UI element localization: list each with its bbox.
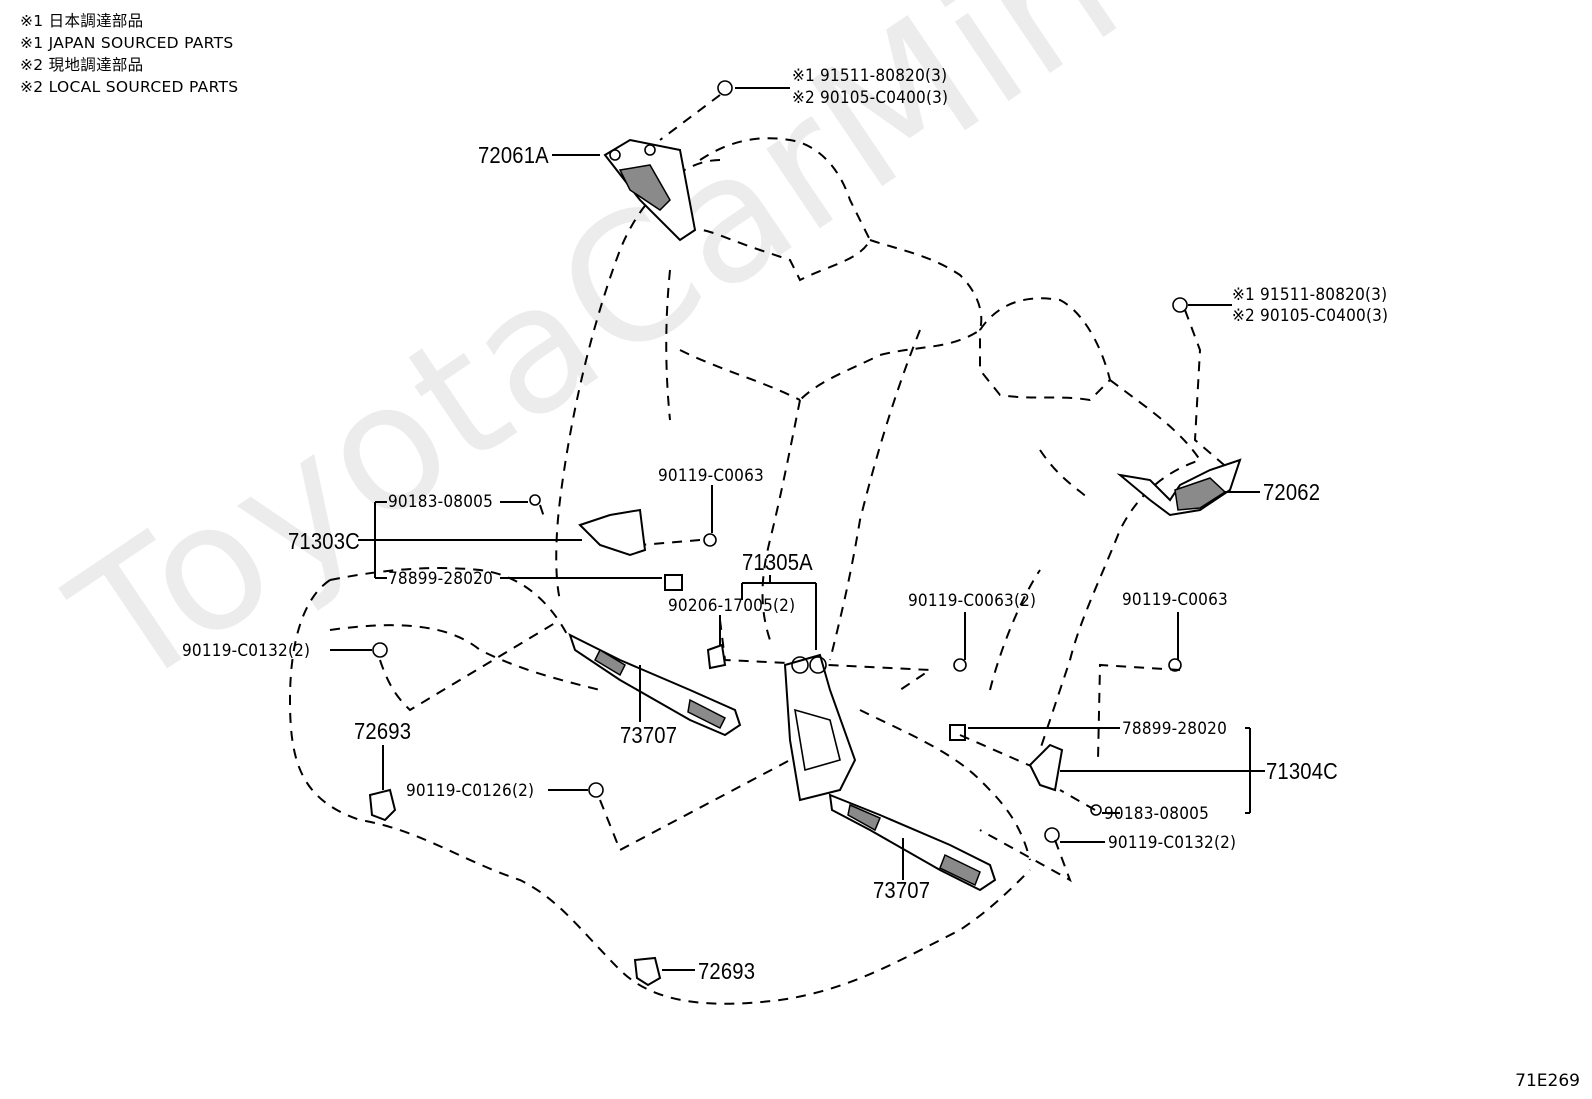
label-screw-right-lower[interactable]: 90119-C0132(2) [1108,833,1237,853]
seat-center-inner [665,269,801,421]
label-bracket-left-bolt[interactable]: 78899-28020 [388,569,494,589]
clip-bottom-part [633,956,662,987]
headrest-right [979,297,1112,402]
label-center-screw[interactable]: 90206-17005(2) [668,596,796,616]
label-trim-left[interactable]: 73707 [620,722,678,748]
leader-center [719,619,934,691]
trim-left-part [568,633,742,737]
label-hinge-right[interactable]: 72062 [1263,479,1321,505]
seat-bottom-outline [288,579,1031,1005]
seatback-right-outline [1039,379,1202,751]
seat-divider [829,329,921,661]
label-hinge-left[interactable]: 72061A [478,142,549,168]
label-bracket-right-nut[interactable]: 90183-08005 [1104,804,1210,824]
leader-lines [330,87,1265,971]
legend-line: ※2 現地調達部品 [20,56,144,74]
seatback-left-outline [555,159,721,601]
label-bolt-right-2[interactable]: ※2 90105-C0400(3) [1232,306,1389,326]
seat-center-panel [799,239,983,401]
leader-top-bolt [659,94,1231,471]
hinge-left-part [603,138,697,242]
leader-right-lower [979,829,1072,883]
label-clip-left[interactable]: 72693 [354,718,412,744]
bracket-right-part [949,724,1102,816]
leader-78899-right [959,734,1096,811]
hinge-right-part [1116,458,1242,517]
label-center-bracket[interactable]: 71305A [742,549,813,575]
seat-bottom-right [859,709,1031,861]
label-clip-bottom[interactable]: 72693 [698,958,756,984]
label-screw-right[interactable]: 90119-C0063 [1122,590,1228,610]
label-screw-left-lower[interactable]: 90119-C0132(2) [182,641,311,661]
leader-screw-left [379,619,561,712]
headrest-left [699,137,872,282]
label-screw-top-center[interactable]: 90119-C0063 [658,466,764,486]
label-bolt-top-2[interactable]: ※2 90105-C0400(3) [792,88,949,108]
legend: ※1 日本調達部品 ※1 JAPAN SOURCED PARTS ※2 現地調達… [20,10,238,98]
label-bracket-left[interactable]: 71303C [288,528,360,554]
label-screw-center-right[interactable]: 90119-C0063(2) [908,591,1037,611]
label-trim-right[interactable]: 73707 [873,877,931,903]
legend-line: ※2 LOCAL SOURCED PARTS [20,78,239,96]
label-bolt-top-1[interactable]: ※1 91511-80820(3) [792,66,948,86]
clip-left-part [368,788,397,822]
leader-right [1097,663,1181,761]
trim-right-part [828,793,997,892]
label-screw-left-bottom[interactable]: 90119-C0126(2) [406,781,535,801]
bracket-left-part [529,494,683,591]
leader-nut-left [539,504,701,546]
label-bracket-right-bolt[interactable]: 78899-28020 [1122,719,1228,739]
bracket-center-part [706,643,857,802]
fasteners [372,80,1188,843]
label-bracket-left-nut[interactable]: 90183-08005 [388,492,494,512]
label-bracket-right[interactable]: 71304C [1266,758,1338,784]
diagram-code: 71E269 [1515,1071,1580,1091]
legend-line: ※1 JAPAN SOURCED PARTS [20,34,234,52]
seatback-center-outline [761,399,801,641]
legend-line: ※1 日本調達部品 [20,12,144,30]
seatback-right-inner [989,449,1091,691]
leader-screw-bottom [599,759,791,852]
label-bolt-right-1[interactable]: ※1 91511-80820(3) [1232,285,1388,305]
